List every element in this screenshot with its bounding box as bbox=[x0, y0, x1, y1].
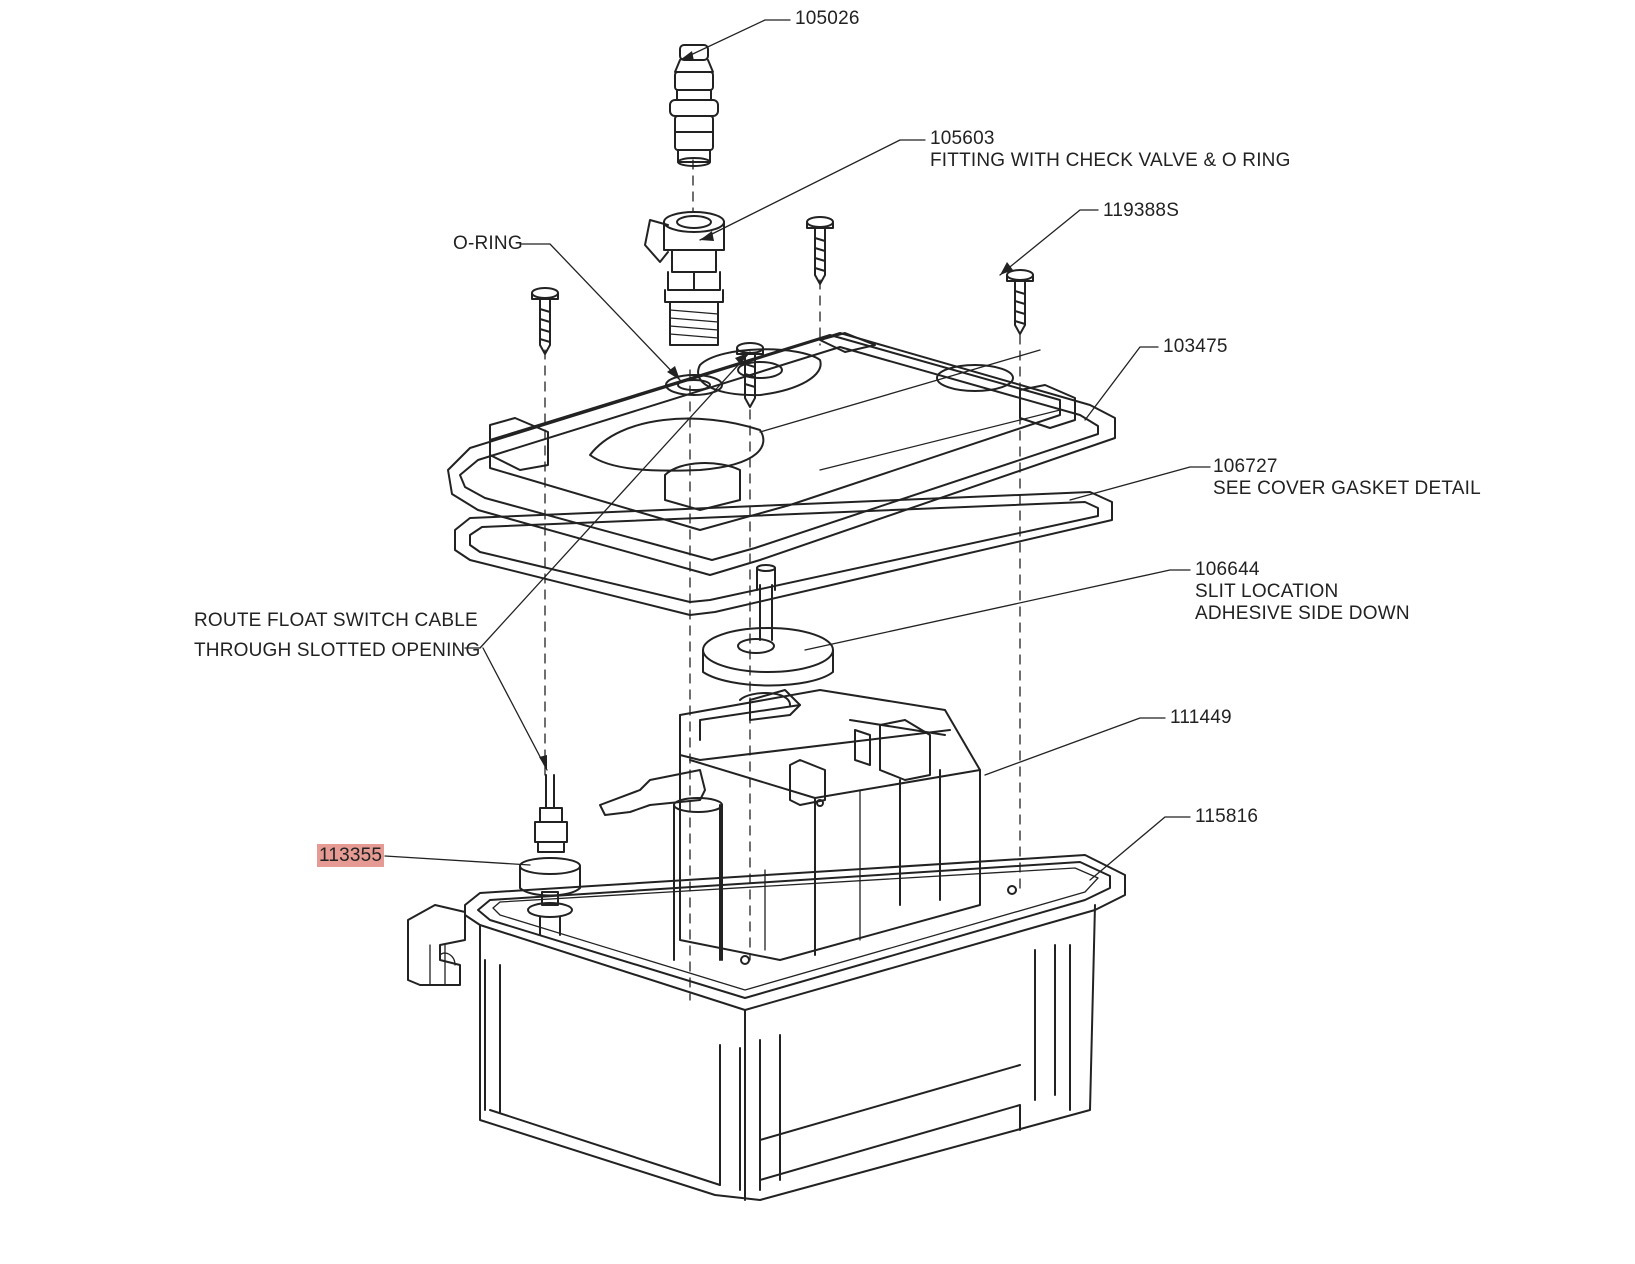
part-desc-105603: FITTING WITH CHECK VALVE & O RING bbox=[930, 150, 1291, 171]
pump-assembly bbox=[599, 689, 1017, 965]
part-number-105026: 105026 bbox=[795, 8, 860, 29]
callout-103475: 103475 bbox=[1163, 336, 1228, 358]
part-number-119388S: 119388S bbox=[1103, 200, 1180, 221]
o-ring-label: O-RING bbox=[453, 233, 523, 254]
adhesive-pad bbox=[702, 564, 834, 687]
part-desc-106644-line1: SLIT LOCATION bbox=[1195, 581, 1339, 602]
part-number-115816: 115816 bbox=[1195, 806, 1259, 827]
cover bbox=[447, 332, 1116, 576]
part-number-103475: 103475 bbox=[1163, 336, 1228, 357]
callout-111449: 111449 bbox=[1170, 707, 1232, 729]
screws bbox=[531, 216, 1034, 408]
hose-barb-fitting bbox=[669, 44, 719, 167]
reservoir bbox=[407, 854, 1126, 1201]
part-number-106644: 106644 bbox=[1195, 559, 1260, 580]
leader-lines bbox=[384, 19, 1211, 881]
route-note-line2: THROUGH SLOTTED OPENING bbox=[194, 640, 481, 661]
callout-105603: 105603 FITTING WITH CHECK VALVE & O RING bbox=[930, 128, 1291, 172]
callout-route-float-cable: ROUTE FLOAT SWITCH CABLE THROUGH SLOTTED… bbox=[194, 606, 480, 666]
part-number-111449: 111449 bbox=[1170, 707, 1232, 728]
cover-gasket bbox=[454, 491, 1113, 616]
part-desc-106644-line2: ADHESIVE SIDE DOWN bbox=[1195, 603, 1410, 624]
callout-105026: 105026 bbox=[795, 8, 860, 30]
callout-113355: 113355 bbox=[317, 844, 385, 867]
callout-119388S: 119388S bbox=[1103, 200, 1179, 222]
check-valve-fitting bbox=[644, 211, 725, 346]
callout-106644: 106644 SLIT LOCATION ADHESIVE SIDE DOWN bbox=[1195, 559, 1410, 625]
part-number-106727: 106727 bbox=[1213, 456, 1278, 477]
part-number-105603: 105603 bbox=[930, 128, 995, 149]
part-desc-106727: SEE COVER GASKET DETAIL bbox=[1213, 478, 1481, 499]
callout-106727: 106727 SEE COVER GASKET DETAIL bbox=[1213, 456, 1481, 500]
part-number-113355-highlighted: 113355 bbox=[317, 844, 385, 867]
route-note-line1: ROUTE FLOAT SWITCH CABLE bbox=[194, 610, 478, 631]
float-switch bbox=[519, 774, 581, 936]
callout-o-ring: O-RING bbox=[453, 233, 523, 255]
callout-115816: 115816 bbox=[1195, 806, 1258, 828]
